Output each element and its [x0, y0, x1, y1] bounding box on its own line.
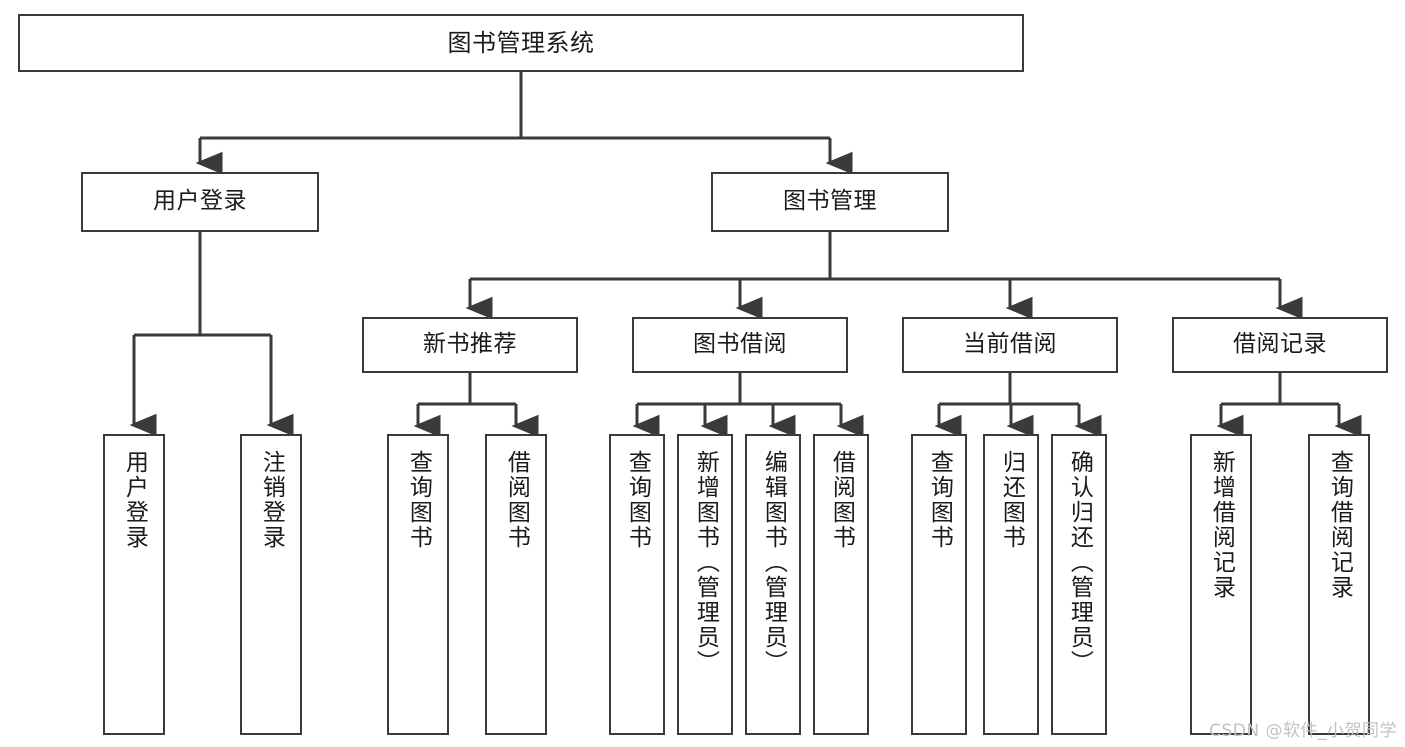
node-current-borrow-label: 当前借阅	[963, 331, 1057, 358]
node-borrow-record-label: 借阅记录	[1233, 331, 1327, 358]
node-leaf-query-book-2[interactable]: 查询图书	[609, 434, 665, 735]
node-new-book-rec[interactable]: 新书推荐	[362, 317, 578, 373]
node-book-manage[interactable]: 图书管理	[711, 172, 949, 232]
node-leaf-add-book-label: 新增图书（管理员）	[692, 450, 719, 675]
node-new-book-rec-label: 新书推荐	[423, 331, 517, 358]
node-borrow-record[interactable]: 借阅记录	[1172, 317, 1388, 373]
node-user-login[interactable]: 用户登录	[81, 172, 319, 232]
node-leaf-user-login-label: 用户登录	[121, 450, 148, 550]
node-leaf-user-login[interactable]: 用户登录	[103, 434, 165, 735]
node-book-borrow-label: 图书借阅	[693, 331, 787, 358]
node-leaf-query-record-label: 查询借阅记录	[1326, 450, 1353, 600]
node-leaf-query-book-3-label: 查询图书	[926, 450, 953, 550]
node-leaf-borrow-book-1-label: 借阅图书	[503, 450, 530, 550]
node-leaf-confirm-return-label: 确认归还（管理员）	[1066, 450, 1093, 675]
node-book-manage-label: 图书管理	[783, 188, 877, 215]
node-leaf-return-book[interactable]: 归还图书	[983, 434, 1039, 735]
node-leaf-return-book-label: 归还图书	[998, 450, 1025, 550]
node-current-borrow[interactable]: 当前借阅	[902, 317, 1118, 373]
node-leaf-borrow-book-2[interactable]: 借阅图书	[813, 434, 869, 735]
node-leaf-user-logout-label: 注销登录	[258, 450, 285, 550]
node-leaf-add-record[interactable]: 新增借阅记录	[1190, 434, 1252, 735]
csdn-watermark: CSDN @软件_小贺同学	[1209, 721, 1397, 741]
node-leaf-user-logout[interactable]: 注销登录	[240, 434, 302, 735]
node-root-label: 图书管理系统	[447, 28, 595, 57]
node-leaf-edit-book[interactable]: 编辑图书（管理员）	[745, 434, 801, 735]
node-leaf-add-book[interactable]: 新增图书（管理员）	[677, 434, 733, 735]
node-leaf-query-book-2-label: 查询图书	[624, 450, 651, 550]
node-user-login-label: 用户登录	[153, 188, 247, 215]
node-leaf-add-record-label: 新增借阅记录	[1208, 450, 1235, 600]
node-leaf-confirm-return[interactable]: 确认归还（管理员）	[1051, 434, 1107, 735]
node-leaf-borrow-book-2-label: 借阅图书	[828, 450, 855, 550]
node-leaf-query-book-1-label: 查询图书	[405, 450, 432, 550]
node-root[interactable]: 图书管理系统	[18, 14, 1024, 72]
node-leaf-borrow-book-1[interactable]: 借阅图书	[485, 434, 547, 735]
node-leaf-query-book-1[interactable]: 查询图书	[387, 434, 449, 735]
node-leaf-edit-book-label: 编辑图书（管理员）	[760, 450, 787, 675]
node-leaf-query-record[interactable]: 查询借阅记录	[1308, 434, 1370, 735]
node-book-borrow[interactable]: 图书借阅	[632, 317, 848, 373]
node-leaf-query-book-3[interactable]: 查询图书	[911, 434, 967, 735]
